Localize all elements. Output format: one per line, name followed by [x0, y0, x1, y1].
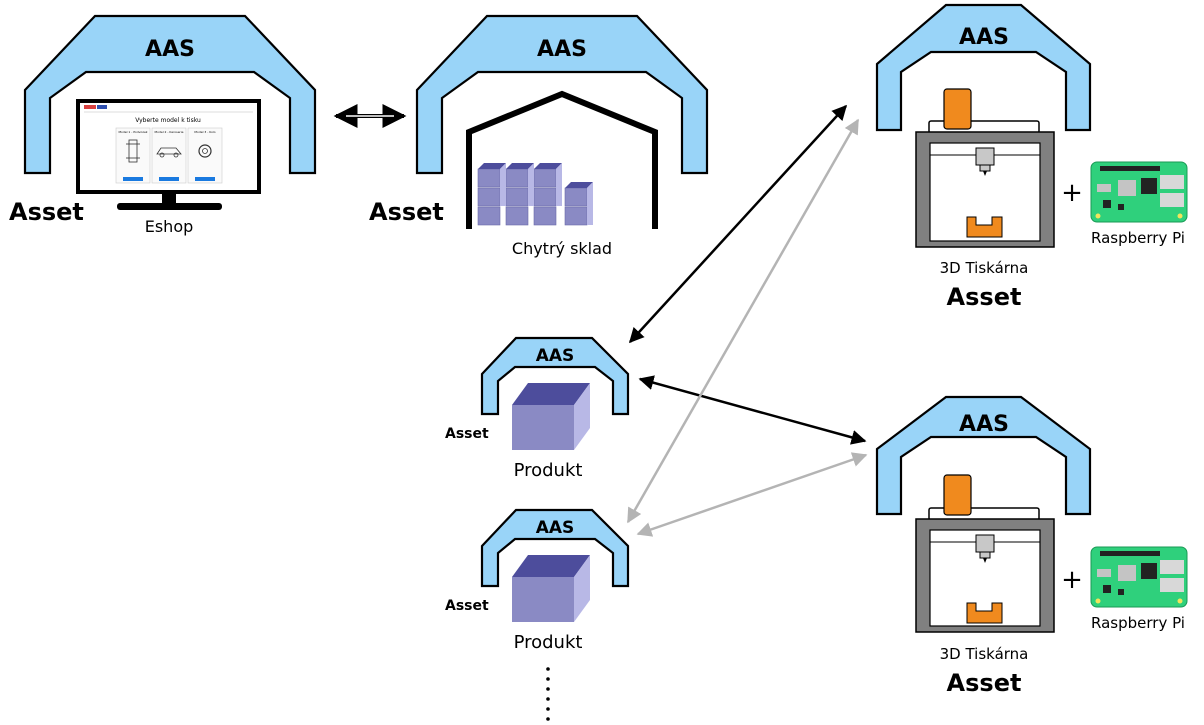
printer-2-raspberry-pi-label: Raspberry Pi	[1091, 614, 1185, 632]
link-product-1-printer-2	[638, 375, 867, 445]
printer-2-plus: +	[1061, 565, 1083, 595]
printer-2-name: 3D Tiskárna	[940, 645, 1029, 663]
product-1-asset-label: Asset	[445, 426, 489, 442]
eshop-card-1-title: Model 1 - Podvozek	[118, 130, 147, 134]
product-2-cube-icon	[512, 555, 590, 622]
eshop-aas-label: AAS	[145, 37, 195, 62]
warehouse-asset-label: Asset	[369, 198, 444, 226]
printer-1-3d-printer-icon	[915, 88, 1055, 248]
printer-1-asset-label: Asset	[947, 283, 1022, 311]
eshop-node: AAS Vyberte model k tisku Model 1 - Podv…	[9, 14, 317, 236]
printer-1-aas-label: AAS	[959, 25, 1009, 50]
product-2-name: Produkt	[514, 632, 583, 653]
printer-1-raspberry-pi-label: Raspberry Pi	[1091, 229, 1185, 247]
printer-2-3d-printer-icon	[915, 474, 1055, 633]
eshop-card-2-title: Model 2 - Karoserie	[155, 130, 184, 134]
product-1-node: AAS Asset Produkt	[445, 336, 630, 481]
product-1-cube-icon	[512, 383, 590, 450]
product-1-aas-label: AAS	[536, 346, 575, 366]
printer-2-aas-label: AAS	[959, 412, 1009, 437]
product-2-aas-label: AAS	[536, 518, 575, 538]
warehouse-aas-label: AAS	[537, 37, 587, 62]
warehouse-name: Chytrý sklad	[512, 239, 612, 258]
printer-2-asset-label: Asset	[947, 669, 1022, 697]
link-printer-1-product-1	[628, 104, 848, 344]
eshop-card-3-title: Model 3 - Kolo	[194, 130, 215, 134]
eshop-name: Eshop	[145, 217, 194, 236]
printer-1-aas-shell	[875, 3, 1092, 132]
links	[333, 104, 868, 537]
link-printer-1-product-2	[626, 118, 860, 524]
eshop-select-button-2	[159, 177, 179, 181]
eshop-select-button-1	[123, 177, 143, 181]
product-2-asset-label: Asset	[445, 598, 489, 614]
warehouse-node: AAS Asset Chytr	[369, 14, 709, 258]
eshop-aas-shell	[23, 14, 317, 175]
warehouse-boxes-icon	[477, 163, 593, 226]
eshop-select-button-3	[195, 177, 215, 181]
product-2-node: AAS Asset Produkt	[445, 508, 630, 653]
printer-1-plus: +	[1061, 178, 1083, 208]
printer-1-name: 3D Tiskárna	[940, 259, 1029, 277]
printer-2-node: AAS + Raspberry Pi 3D Ti	[875, 395, 1188, 697]
more-items-ellipsis	[546, 667, 550, 721]
eshop-asset-label: Asset	[9, 198, 84, 226]
product-2-aas-shell	[480, 508, 630, 588]
eshop-screen-heading: Vyberte model k tisku	[135, 117, 201, 124]
product-1-name: Produkt	[514, 460, 583, 481]
product-1-aas-shell	[480, 336, 630, 416]
printer-2-aas-shell	[875, 395, 1092, 516]
printer-1-node: AAS + Raspberry Pi 3D Ti	[875, 3, 1188, 311]
warehouse-aas-shell	[415, 14, 709, 175]
printer-1-raspberry-pi-icon	[1090, 161, 1188, 223]
link-printer-2-product-2	[636, 452, 868, 537]
monitor-icon: Vyberte model k tisku Model 1 - Podvozek…	[76, 99, 261, 210]
printer-2-raspberry-pi-icon	[1090, 546, 1188, 608]
